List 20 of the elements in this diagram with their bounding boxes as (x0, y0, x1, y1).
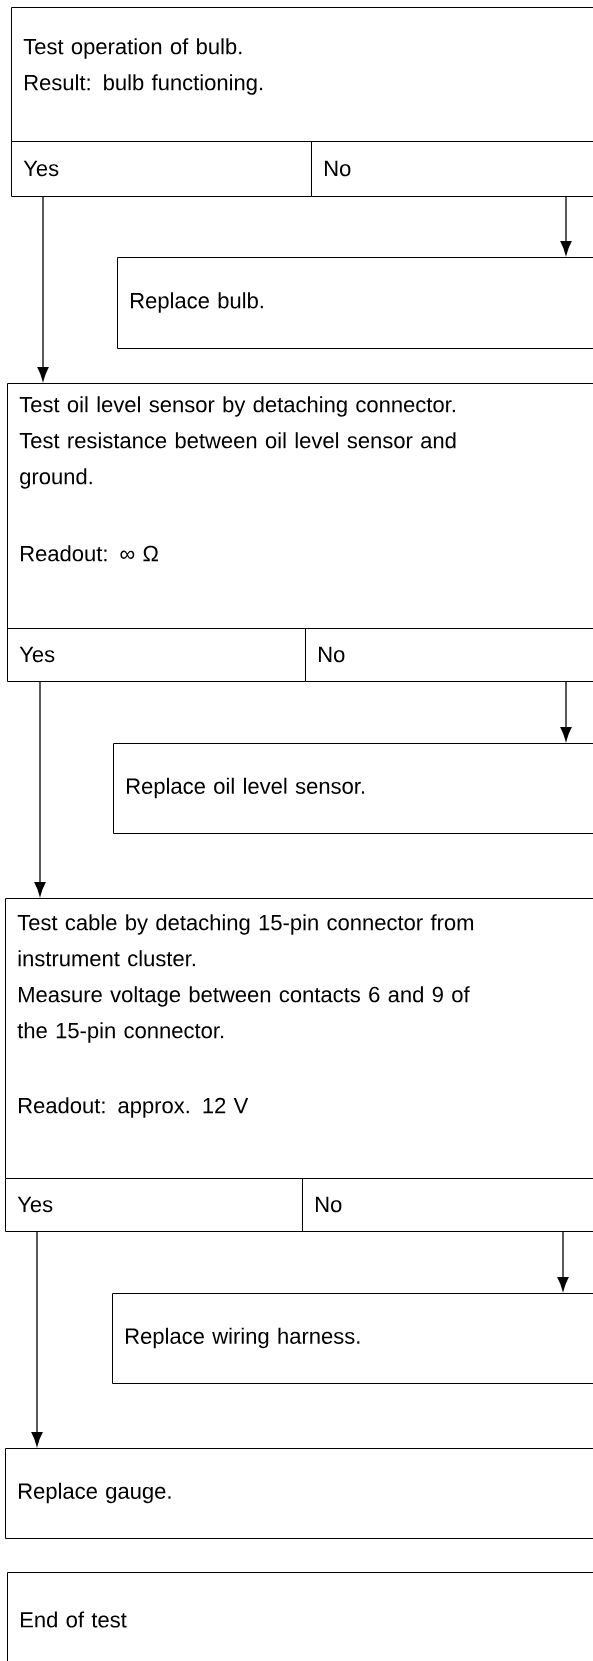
answer-cell: Yes (5, 1178, 303, 1232)
arrow (31, 1231, 43, 1446)
action-box: Replace bulb. (117, 257, 593, 349)
action-box: Replace oil level sensor. (113, 743, 593, 834)
arrow (34, 681, 46, 896)
action-box: Replace wiring harness. (112, 1293, 593, 1384)
arrow (557, 1231, 569, 1291)
arrow (37, 196, 49, 381)
answer-cell: Yes (11, 141, 312, 197)
end-box: End of test (7, 1572, 593, 1661)
decision-box: Test oil level sensor by detaching connector. Test resistance between oil level sensor and ground. Readout: ∞ Ω (7, 383, 593, 629)
answer-cell: No (311, 141, 593, 197)
answer-cell: No (305, 628, 593, 682)
action-box: Replace gauge. (5, 1448, 593, 1539)
arrow (560, 681, 572, 741)
answer-cell: Yes (7, 628, 306, 682)
arrow (560, 196, 572, 255)
decision-box: Test operation of bulb. Result: bulb functioning. (11, 7, 593, 142)
decision-box: Test cable by detaching 15-pin connector from instrument cluster. Measure voltage between contacts 6 and 9 of the 15-pin connector. Readout: approx. 12 V (5, 898, 593, 1179)
answer-cell: No (302, 1178, 593, 1232)
